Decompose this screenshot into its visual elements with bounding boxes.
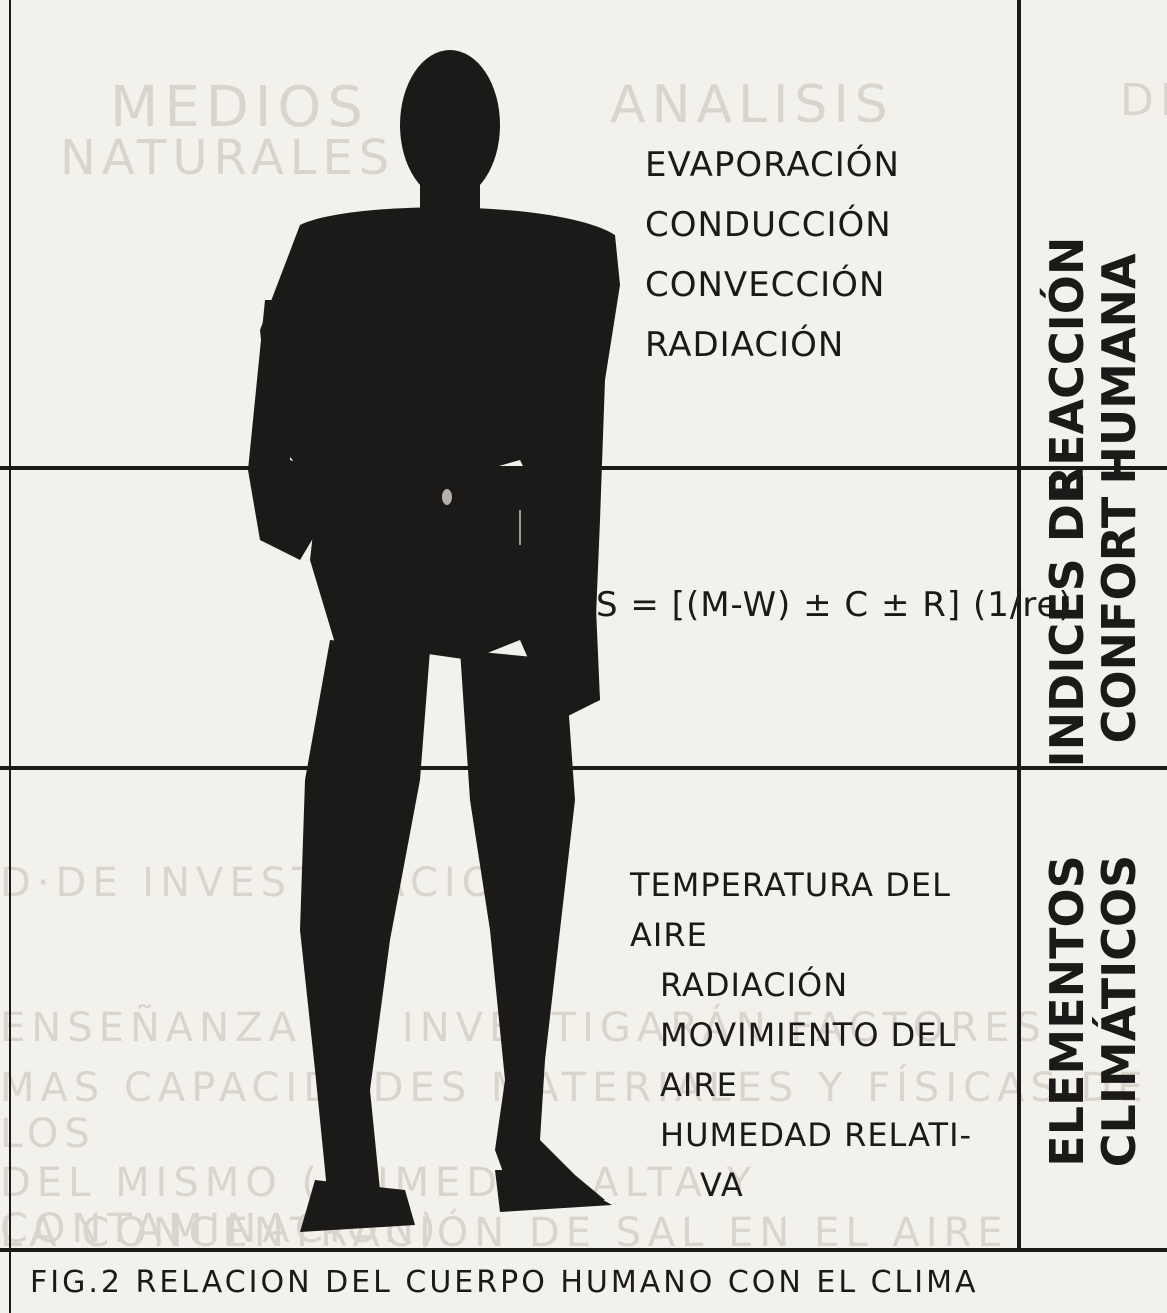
side-label-line: CLIMÁTICOS <box>1093 851 1145 1171</box>
side-label-confort: INDICES DE CONFORT <box>1041 465 1149 775</box>
side-label-line: INDICES DE <box>1041 465 1093 775</box>
climatic-elements-list: TEMPERATURA DEL AIRE RADIACIÓN MOVIMIENT… <box>630 860 972 1210</box>
list-item: MOVIMIENTO DEL <box>630 1010 972 1060</box>
side-label-line: CONFORT <box>1093 465 1145 775</box>
list-item: RADIACIÓN <box>630 960 972 1010</box>
comfort-formula: S = [(M-W) ± C ± R] (1/re) <box>596 585 1073 625</box>
list-item: CONDUCCIÓN <box>645 195 900 255</box>
side-label-line: ELEMENTOS <box>1041 851 1093 1171</box>
list-item: VA <box>630 1160 972 1210</box>
side-label-climaticos: ELEMENTOS CLIMÁTICOS <box>1041 851 1149 1171</box>
list-item: TEMPERATURA DEL <box>630 860 972 910</box>
list-item: EVAPORACIÓN <box>645 135 900 195</box>
list-item: AIRE <box>630 910 972 960</box>
list-item: CONVECCIÓN <box>645 255 900 315</box>
list-item: RADIACIÓN <box>645 315 900 375</box>
list-item: HUMEDAD RELATI- <box>630 1110 972 1160</box>
list-item: AIRE <box>630 1060 972 1110</box>
heat-exchange-list: EVAPORACIÓN CONDUCCIÓN CONVECCIÓN RADIAC… <box>645 135 900 375</box>
figure-caption: FIG.2 RELACION DEL CUERPO HUMANO CON EL … <box>30 1265 979 1300</box>
